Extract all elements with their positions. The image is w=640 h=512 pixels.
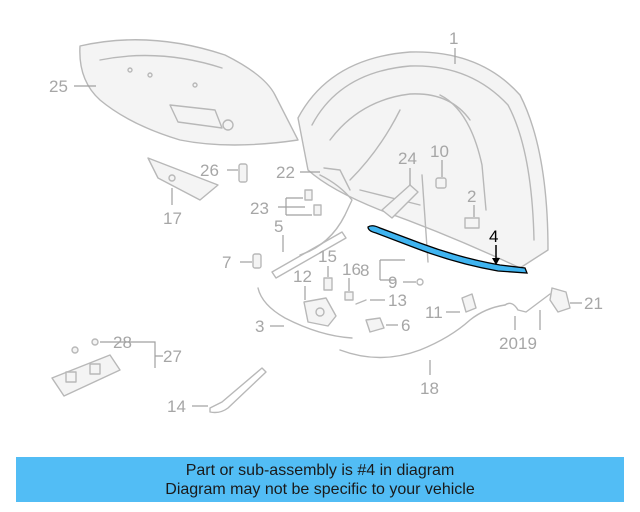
part-14-rod [209, 367, 267, 414]
part-17-bracket [147, 157, 219, 201]
part-7-grommet [252, 253, 262, 269]
banner-line-2: Diagram may not be specific to your vehi… [165, 480, 475, 498]
callout-4: 4 [489, 227, 498, 246]
part-18-cable [339, 304, 506, 359]
callout-1: 1 [449, 29, 458, 48]
part-3-cable [257, 287, 353, 339]
callout-2: 2 [467, 187, 476, 206]
part-15-clip [323, 277, 333, 291]
callout-23: 23 [250, 199, 269, 218]
leader-8 [379, 259, 405, 281]
part-19-20-linkage [504, 293, 551, 313]
part-25-insulator [79, 39, 299, 146]
callout-13: 13 [388, 291, 407, 310]
arrow-4 [492, 258, 500, 265]
callout-26: 26 [200, 161, 219, 180]
part-11-bracket [461, 293, 477, 313]
callout-6: 6 [401, 316, 410, 335]
callout-25: 25 [49, 77, 68, 96]
part-5-rod [271, 231, 347, 279]
callout-9: 9 [388, 273, 397, 292]
callout-8: 8 [360, 261, 369, 280]
callout-22: 22 [276, 163, 295, 182]
callout-21: 21 [584, 294, 603, 313]
callout-24: 24 [398, 149, 417, 168]
callout-15: 15 [318, 247, 337, 266]
callout-27: 27 [163, 347, 182, 366]
callout-28: 28 [113, 333, 132, 352]
banner-line-1: Part or sub-assembly is #4 in diagram [185, 461, 455, 479]
part-12-latch [303, 297, 337, 327]
part-21-handle [549, 287, 571, 313]
part-1-hood [297, 51, 549, 269]
leader-23 [278, 197, 312, 216]
callout-19: 19 [518, 334, 537, 353]
callout-11: 11 [425, 303, 443, 322]
callout-16: 16 [342, 260, 361, 279]
callout-7: 7 [222, 253, 231, 272]
part-27-handle-assembly [51, 338, 121, 397]
part-26-clip [238, 163, 248, 183]
part-13-bolt [355, 299, 367, 305]
callout-12: 12 [293, 267, 312, 286]
part-16-clip [344, 291, 354, 301]
part-6-bumper [365, 317, 385, 333]
callout-3: 3 [255, 317, 264, 336]
callout-20: 20 [499, 334, 518, 353]
leader-27-28 [100, 341, 163, 368]
callout-10: 10 [430, 142, 449, 161]
info-banner: Part or sub-assembly is #4 in diagram Di… [16, 457, 624, 502]
callout-14: 14 [167, 397, 186, 416]
part-10-bumper [435, 177, 447, 189]
callout-17: 17 [163, 209, 182, 228]
callout-18: 18 [420, 379, 439, 398]
callout-5: 5 [274, 217, 283, 236]
part-9-screw [416, 278, 424, 286]
part-4-seal-highlighted [367, 225, 528, 274]
part-23-bolts [304, 189, 322, 216]
part-2-pad [464, 217, 480, 229]
